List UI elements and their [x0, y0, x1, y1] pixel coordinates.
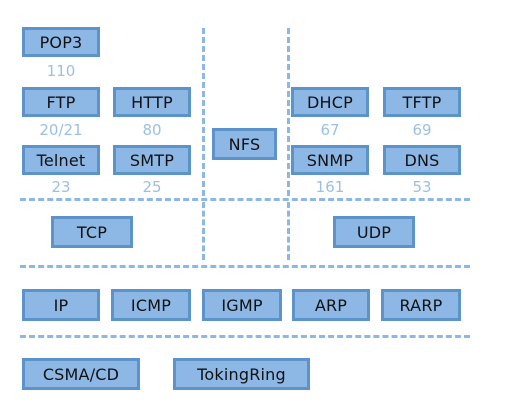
protocol-csma-cd: CSMA/CD — [22, 358, 140, 390]
protocol-smtp: SMTP — [113, 145, 191, 175]
port-http: 80 — [142, 121, 162, 139]
protocol-nfs: NFS — [212, 128, 277, 160]
protocol-rarp: RARP — [381, 289, 461, 321]
separator-transport-network — [20, 265, 470, 268]
protocol-ftp: FTP — [22, 87, 100, 117]
port-ftp: 20/21 — [39, 121, 83, 139]
transport-divider-left — [202, 202, 205, 260]
protocol-ip: IP — [22, 289, 100, 321]
protocol-telnet: Telnet — [22, 145, 100, 175]
protocol-udp: UDP — [333, 216, 415, 248]
port-pop3: 110 — [46, 62, 76, 80]
app-divider-right — [287, 28, 290, 196]
protocol-arp: ARP — [292, 289, 370, 321]
protocol-tcp: TCP — [51, 216, 133, 248]
transport-divider-right — [287, 202, 290, 260]
protocol-http: HTTP — [113, 87, 191, 117]
protocol-icmp: ICMP — [111, 289, 191, 321]
port-smtp: 25 — [142, 178, 162, 196]
protocol-pop3: POP3 — [22, 27, 100, 57]
app-divider-left — [202, 28, 205, 196]
protocol-tftp: TFTP — [383, 87, 461, 117]
port-dhcp: 67 — [320, 121, 340, 139]
separator-network-link — [20, 335, 470, 338]
port-tftp: 69 — [412, 121, 432, 139]
protocol-dhcp: DHCP — [291, 87, 369, 117]
port-dns: 53 — [412, 178, 432, 196]
port-telnet: 23 — [51, 178, 71, 196]
separator-application-transport — [20, 198, 470, 201]
protocol-igmp: IGMP — [202, 289, 282, 321]
protocol-dns: DNS — [383, 145, 461, 175]
port-snmp: 161 — [315, 178, 345, 196]
protocol-snmp: SNMP — [291, 145, 369, 175]
protocol-token-ring: TokingRing — [173, 358, 310, 390]
